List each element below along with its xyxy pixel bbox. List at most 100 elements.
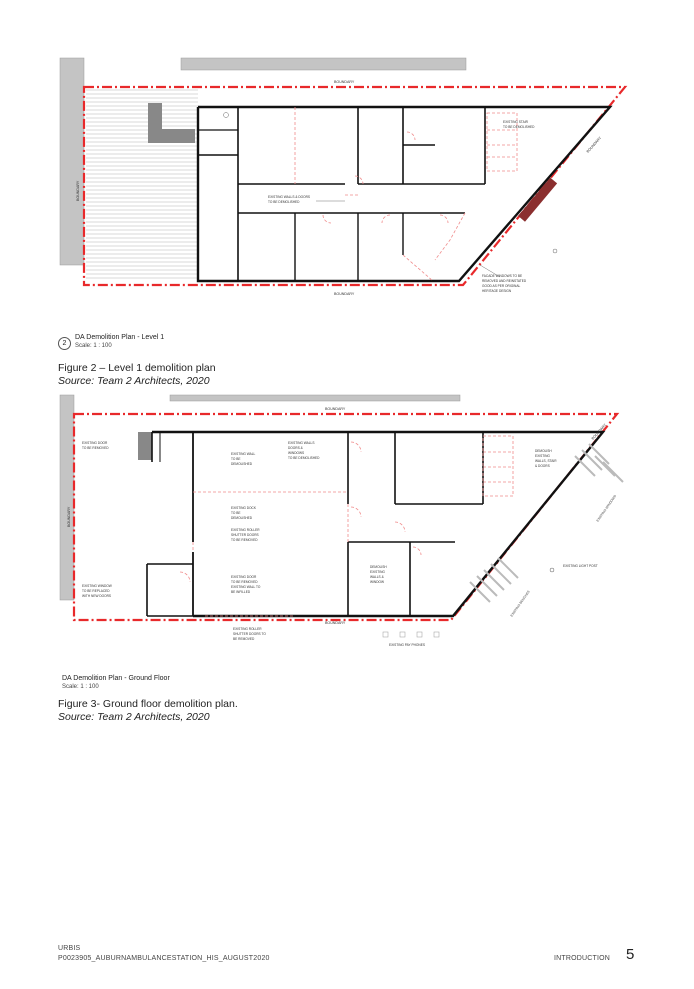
figure3-caption: Figure 3- Ground floor demolition plan. <box>58 698 238 710</box>
svg-text:TO BE: TO BE <box>231 457 241 461</box>
light-post-marker <box>549 567 555 573</box>
label-pay-phones: EXISTING PAY PHONES <box>389 643 425 647</box>
plan1-scale: Scale: 1 : 100 <box>75 343 112 349</box>
svg-text:TO BE DEMOLISHED: TO BE DEMOLISHED <box>268 200 300 204</box>
callout-existing-window: EXISTING WINDOW TO BE REPLACED WITH NEW … <box>82 584 112 598</box>
svg-text:EXISTING WALLS: EXISTING WALLS <box>288 441 314 445</box>
post-marker <box>552 248 558 254</box>
stair-block-gf <box>138 432 152 460</box>
svg-text:TO BE: TO BE <box>231 511 241 515</box>
footer-section: INTRODUCTION <box>554 955 611 962</box>
callout-existing-wall: EXISTING WALL TO BE DEMOLISHED <box>231 452 256 466</box>
callout-existing-dock: EXISTING DOCK TO BE DEMOLISHED <box>231 506 257 520</box>
site-boundary-2 <box>72 412 620 622</box>
svg-text:TO BE DEMOLISHED: TO BE DEMOLISHED <box>503 125 535 129</box>
svg-text:BE INFILLED: BE INFILLED <box>231 590 251 594</box>
svg-text:SHUTTER DOORS TO: SHUTTER DOORS TO <box>233 632 266 636</box>
plan1-number-badge: 2 <box>58 337 71 350</box>
callout-roller-shutter-bottom: EXISTING ROLLER SHUTTER DOORS TO BE REMO… <box>233 627 266 641</box>
svg-text:DEMOLISH: DEMOLISH <box>535 449 552 453</box>
svg-text:TO BE REMOVED: TO BE REMOVED <box>231 538 258 542</box>
road-strip-left-2 <box>59 394 75 601</box>
svg-text:TO BE REMOVED: TO BE REMOVED <box>82 446 109 450</box>
boundary-label-top: BOUNDARY <box>334 80 355 84</box>
svg-text:SHUTTER DOORS: SHUTTER DOORS <box>231 533 259 537</box>
svg-text:EXISTING DOCK: EXISTING DOCK <box>231 506 257 510</box>
svg-text:EXISTING: EXISTING <box>535 454 550 458</box>
figure2-caption: Figure 2 – Level 1 demolition plan <box>58 362 216 374</box>
svg-text:EXISTING WALLS & DOORS: EXISTING WALLS & DOORS <box>268 195 310 199</box>
footer-company: URBIS <box>58 945 81 952</box>
svg-text:EXISTING WINDOW: EXISTING WINDOW <box>82 584 112 588</box>
plan1-title-block: DA Demolition Plan - Level 1 Scale: 1 : … <box>75 334 164 350</box>
benches <box>469 443 624 603</box>
road-strip-top-2 <box>169 394 461 402</box>
site-boundary <box>82 85 628 287</box>
svg-text:TO BE DEMOLISHED: TO BE DEMOLISHED <box>288 456 320 460</box>
svg-text:TO BE REPLACED: TO BE REPLACED <box>82 589 110 593</box>
level1-demolition-plan: BOUNDARY BOUNDARY BOUNDARY BOUNDARY EXIS… <box>59 57 628 296</box>
svg-text:EXISTING DOOR: EXISTING DOOR <box>231 575 257 579</box>
svg-text:DEMOLISH: DEMOLISH <box>370 565 387 569</box>
svg-text:REMOVED AND REINSTATED: REMOVED AND REINSTATED <box>482 279 527 283</box>
boundary-label-left: BOUNDARY <box>76 180 80 201</box>
label-existing-benches: EXISTING BENCHES <box>510 590 531 618</box>
label-light-post: EXISTING LIGHT POST <box>563 564 598 568</box>
svg-text:GOOD AS PER ORIGINAL: GOOD AS PER ORIGINAL <box>482 284 520 288</box>
svg-text:EXISTING DOOR: EXISTING DOOR <box>82 441 108 445</box>
road-strip-top <box>180 57 467 71</box>
plan1-title: DA Demolition Plan - Level 1 <box>75 334 165 341</box>
svg-text:FACADE WINDOWS TO BE: FACADE WINDOWS TO BE <box>482 274 522 278</box>
ground-floor-demolition-plan: BOUNDARY BOUNDARY BOUNDARY BOUNDARY EXIS… <box>59 394 624 647</box>
callout-demolish-stair: DEMOLISH EXISTING WALLS, STAIR & DOORS <box>535 449 557 468</box>
wc-marker <box>223 112 229 118</box>
stair-callout: EXISTING STAIR TO BE DEMOLISHED <box>503 120 535 129</box>
callout-demolish-walls-window: DEMOLISH EXISTING WALLS & WINDOW <box>370 565 387 584</box>
facade-callout: FACADE WINDOWS TO BE REMOVED AND REINSTA… <box>479 264 527 293</box>
gf-boundary-bottom: BOUNDARY <box>325 621 346 625</box>
svg-text:EXISTING WALL TO: EXISTING WALL TO <box>231 585 261 589</box>
footer-document-code: P0023905_AUBURNAMBULANCESTATION_HIS_AUGU… <box>58 955 270 962</box>
callout-walls-doors-windows: EXISTING WALLS DOORS & WINDOWS TO BE DEM… <box>288 441 320 460</box>
boundary-label-right: BOUNDARY <box>586 135 603 153</box>
svg-text:TO BE REMOVED: TO BE REMOVED <box>231 580 258 584</box>
svg-text:HERITAGE DESIGN: HERITAGE DESIGN <box>482 289 512 293</box>
svg-text:EXISTING ROLLER: EXISTING ROLLER <box>231 528 260 532</box>
facade-window-hatch <box>518 177 558 222</box>
gf-boundary-top: BOUNDARY <box>325 407 346 411</box>
figure2-source: Source: Team 2 Architects, 2020 <box>58 375 210 387</box>
stair-block-2 <box>162 129 195 143</box>
svg-text:& DOORS: & DOORS <box>535 464 550 468</box>
svg-text:WALLS &: WALLS & <box>370 575 385 579</box>
building-walls <box>196 105 613 283</box>
demolition-items <box>294 107 518 282</box>
svg-text:EXISTING: EXISTING <box>370 570 385 574</box>
svg-text:WINDOW: WINDOW <box>370 580 384 584</box>
figure3-source: Source: Team 2 Architects, 2020 <box>58 711 210 723</box>
demolition-items-2 <box>179 435 514 617</box>
label-existing-windows: EXISTING WINDOWS <box>596 494 618 522</box>
callout-roller-shutter-mid: EXISTING ROLLER SHUTTER DOORS TO BE REMO… <box>231 528 260 542</box>
page-number: 5 <box>626 946 635 963</box>
svg-text:DEMOLISHED: DEMOLISHED <box>231 516 253 520</box>
svg-text:EXISTING STAIR: EXISTING STAIR <box>503 120 529 124</box>
pay-phones <box>382 631 440 638</box>
callout-existing-door: EXISTING DOOR TO BE REMOVED <box>82 441 109 450</box>
plan2-title: DA Demolition Plan - Ground Floor <box>62 675 170 682</box>
plan2-title-block: DA Demolition Plan - Ground Floor Scale:… <box>62 675 170 691</box>
callout-door-wall: EXISTING DOOR TO BE REMOVED EXISTING WAL… <box>231 575 261 594</box>
walls-callout: EXISTING WALLS & DOORS TO BE DEMOLISHED <box>268 195 345 204</box>
svg-text:DOORS &: DOORS & <box>288 446 304 450</box>
road-strip-left <box>59 57 85 266</box>
boundary-label-bottom: BOUNDARY <box>334 292 355 296</box>
roof-hatch <box>86 89 198 279</box>
svg-text:WITH NEW DOORS: WITH NEW DOORS <box>82 594 111 598</box>
plan2-scale: Scale: 1 : 100 <box>62 684 99 690</box>
svg-text:WINDOWS: WINDOWS <box>288 451 304 455</box>
stair-block <box>148 103 162 143</box>
svg-text:DEMOLISHED: DEMOLISHED <box>231 462 253 466</box>
svg-text:EXISTING WALL: EXISTING WALL <box>231 452 256 456</box>
gf-boundary-left: BOUNDARY <box>67 506 71 527</box>
svg-text:EXISTING ROLLER: EXISTING ROLLER <box>233 627 262 631</box>
svg-text:BE REMOVED: BE REMOVED <box>233 637 255 641</box>
